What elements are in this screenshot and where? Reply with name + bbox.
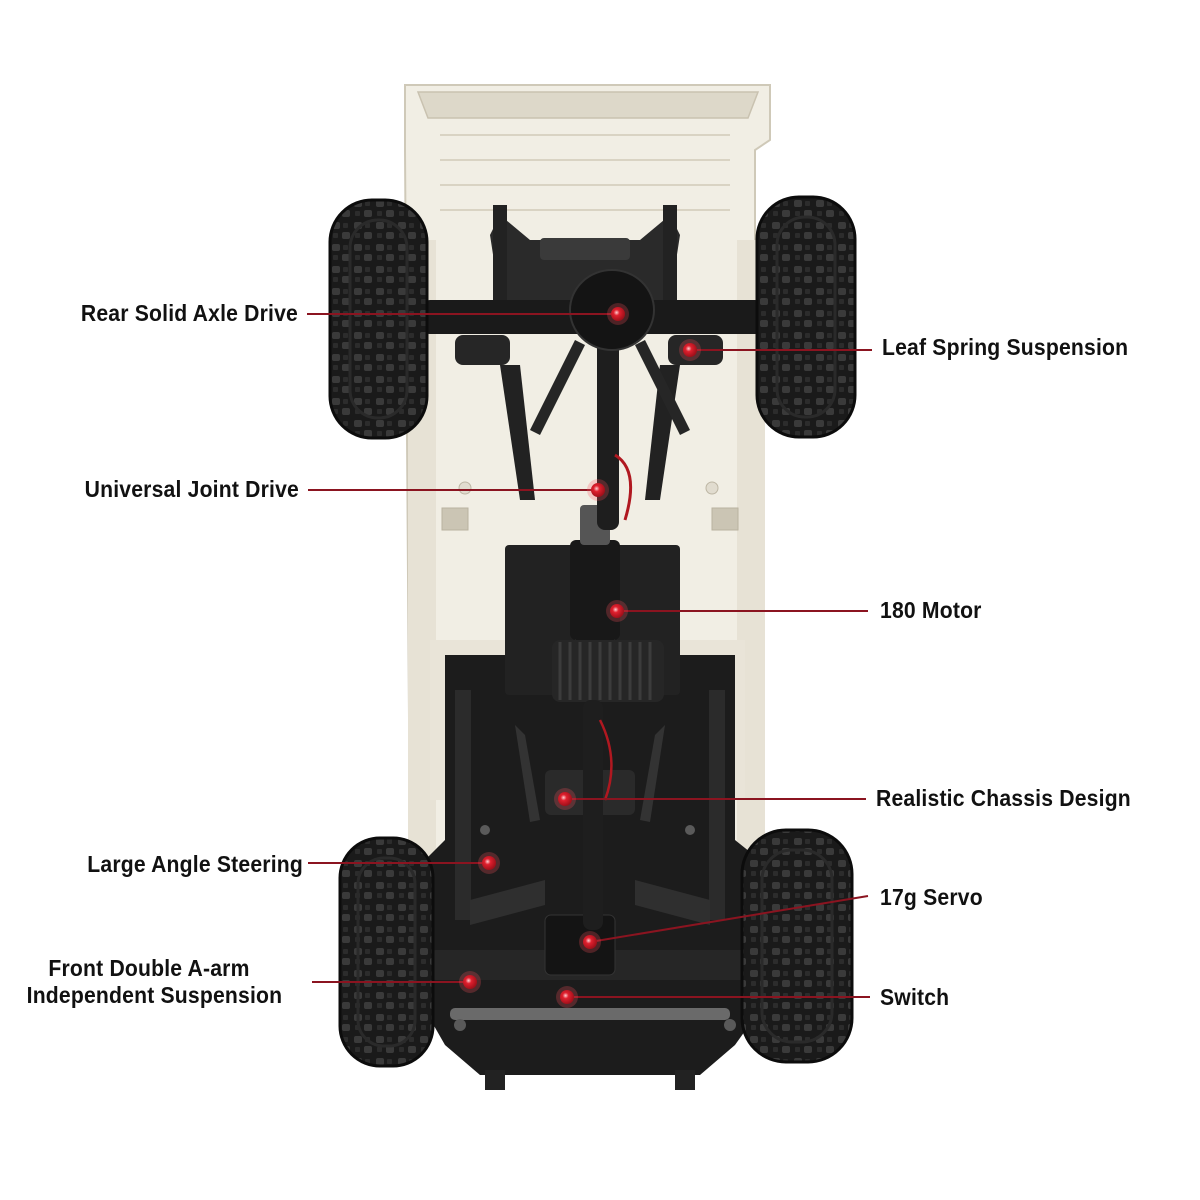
callout-dot-leaf-spring-suspension: [683, 343, 697, 357]
callout-dot-17g-servo: [583, 935, 597, 949]
label-front-double-a-arm: Front Double A-arm Independent Suspensio…: [26, 955, 283, 1009]
label-leaf-spring-suspension: Leaf Spring Suspension: [882, 334, 1129, 360]
callout-dot-rear-solid-axle-drive: [611, 307, 625, 321]
rear-left-tire: [328, 198, 429, 440]
label-switch: Switch: [880, 984, 950, 1010]
label-rear-solid-axle-drive: Rear Solid Axle Drive: [80, 300, 298, 326]
callout-dot-180-motor: [610, 604, 624, 618]
label-front-double-a-arm-line1: Front Double A-arm: [48, 955, 250, 981]
callout-dot-front-double-a-arm: [463, 975, 477, 989]
label-large-angle-steering: Large Angle Steering: [87, 851, 303, 877]
label-180-motor: 180 Motor: [880, 597, 982, 623]
leader-line-17g-servo: [589, 895, 869, 943]
front-left-tire: [338, 836, 435, 1068]
label-front-double-a-arm-line2: Independent Suspension: [26, 982, 283, 1008]
callout-dot-switch: [560, 990, 574, 1004]
rear-axle: [420, 269, 765, 500]
callout-leaders: [307, 303, 872, 1008]
label-universal-joint-drive: Universal Joint Drive: [84, 476, 299, 502]
callout-dot-realistic-chassis-design: [558, 792, 572, 806]
label-17g-servo: 17g Servo: [880, 884, 983, 910]
motor-gearbox: [505, 505, 680, 702]
drive-shafts: [583, 330, 633, 930]
front-right-tire: [740, 828, 854, 1064]
callout-dot-large-angle-steering: [482, 856, 496, 870]
label-realistic-chassis-design: Realistic Chassis Design: [876, 785, 1131, 811]
rear-right-tire: [755, 195, 857, 439]
callout-dot-universal-joint-drive: [591, 483, 605, 497]
